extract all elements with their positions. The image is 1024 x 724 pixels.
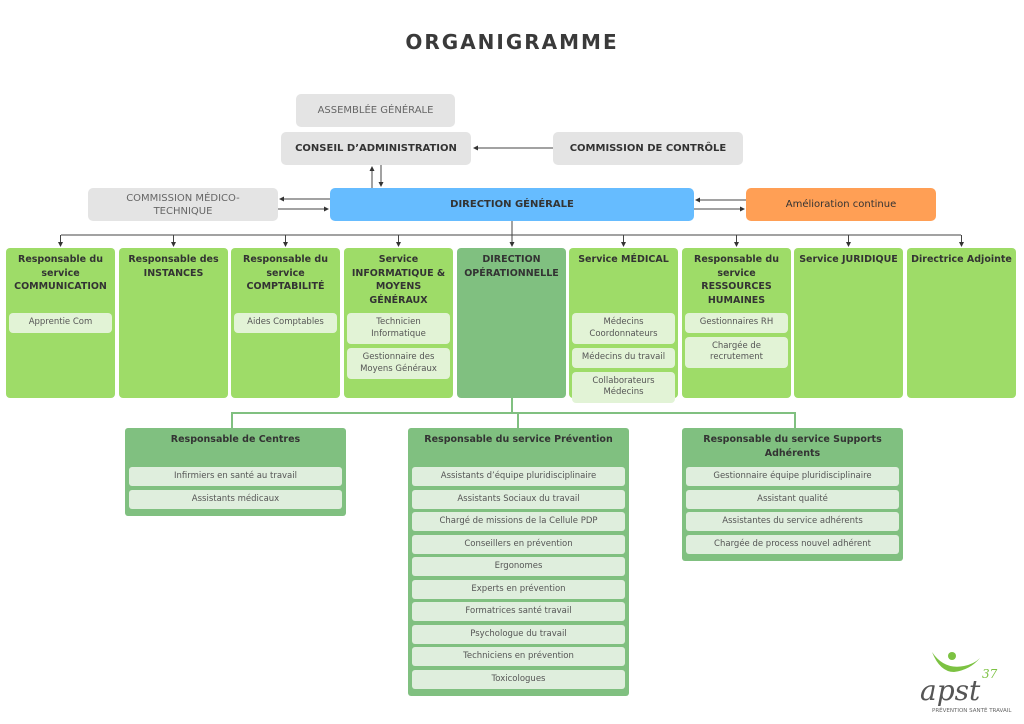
- group-item: Formatrices santé travail: [412, 602, 625, 621]
- column-item: Médecins Coordonnateurs: [572, 313, 675, 344]
- conseil-administration-box: CONSEIL D’ADMINISTRATION: [281, 132, 471, 165]
- page-title: ORGANIGRAMME: [405, 30, 619, 54]
- group-item: Assistant qualité: [686, 489, 899, 509]
- column-item: Gestionnaire des Moyens Généraux: [347, 348, 450, 379]
- column-title: Service INFORMATIQUE & MOYENS GÉNÉRAUX: [351, 254, 446, 306]
- group-item: Assistantes du service adhérents: [686, 512, 899, 531]
- group-item: Chargée de process nouvel adhérent: [686, 534, 899, 554]
- service-column: DIRECTION OPÉRATIONNELLE: [457, 248, 566, 398]
- column-item: Gestionnaires RH: [685, 313, 788, 333]
- group-title: Responsable du service Supports Adhérent…: [703, 434, 882, 459]
- column-item: Apprentie Com: [9, 313, 112, 333]
- group-item: Chargé de missions de la Cellule PDP: [412, 512, 625, 531]
- assemblee-generale-box: ASSEMBLÉE GÉNÉRALE: [296, 94, 455, 127]
- group-item: Techniciens en prévention: [412, 647, 625, 666]
- team-group: Responsable du service Supports Adhérent…: [682, 428, 903, 561]
- group-item: Assistants médicaux: [129, 489, 342, 509]
- column-title: Responsable des INSTANCES: [128, 254, 219, 279]
- service-column: Responsable du service COMMUNICATION Appr…: [6, 248, 115, 398]
- column-title: Responsable du service COMPTABILITÉ: [243, 254, 328, 292]
- column-title: Service MÉDICAL: [578, 254, 669, 265]
- direction-generale-box: DIRECTION GÉNÉRALE: [330, 188, 694, 221]
- service-column: Service INFORMATIQUE & MOYENS GÉNÉRAUX Te…: [344, 248, 453, 398]
- svg-text:apst: apst: [920, 674, 981, 707]
- commission-controle-box: COMMISSION DE CONTRÔLE: [553, 132, 743, 165]
- group-item: Psychologue du travail: [412, 624, 625, 644]
- column-item: Chargée de recrutement: [685, 336, 788, 368]
- apst37-logo: apst 37 PRÉVENTION SANTÉ TRAVAIL: [920, 652, 1012, 714]
- amelioration-continue-box: Amélioration continue: [746, 188, 936, 221]
- service-column: Responsable du service RESSOURCES HUMAIN…: [682, 248, 791, 398]
- group-item: Conseillers en prévention: [412, 534, 625, 554]
- column-item: Aides Comptables: [234, 313, 337, 333]
- group-item: Ergonomes: [412, 557, 625, 576]
- column-item: Médecins du travail: [572, 348, 675, 368]
- group-item: Assistants Sociaux du travail: [412, 489, 625, 509]
- service-column: Service JURIDIQUE: [794, 248, 903, 398]
- service-column: Responsable du service COMPTABILITÉ Aides…: [231, 248, 340, 398]
- svg-text:37: 37: [982, 667, 998, 681]
- column-item: Collaborateurs Médecins: [572, 371, 675, 403]
- group-item: Toxicologues: [412, 669, 625, 689]
- group-title: Responsable de Centres: [170, 434, 301, 445]
- group-title: Responsable du service Prévention: [424, 434, 613, 445]
- column-title: Responsable du service COMMUNICATION: [14, 254, 107, 292]
- column-title: Directrice Adjointe: [911, 254, 1012, 265]
- group-item: Assistants d’équipe pluridisciplinaire: [412, 467, 625, 486]
- column-title: Responsable du service RESSOURCES HUMAIN…: [694, 254, 779, 306]
- commission-medico-technique-box: COMMISSION MÉDICO-TECHNIQUE: [88, 188, 278, 221]
- group-item: Experts en prévention: [412, 579, 625, 599]
- service-column: Directrice Adjointe: [907, 248, 1016, 398]
- column-title: Service JURIDIQUE: [799, 254, 898, 265]
- svg-text:PRÉVENTION SANTÉ TRAVAIL: PRÉVENTION SANTÉ TRAVAIL: [932, 706, 1012, 714]
- column-item: Technicien Informatique: [347, 313, 450, 344]
- service-column: Responsable des INSTANCES: [119, 248, 228, 398]
- group-item: Gestionnaire équipe pluridisciplinaire: [686, 467, 899, 486]
- group-item: Infirmiers en santé au travail: [129, 467, 342, 486]
- column-title: DIRECTION OPÉRATIONNELLE: [464, 254, 559, 279]
